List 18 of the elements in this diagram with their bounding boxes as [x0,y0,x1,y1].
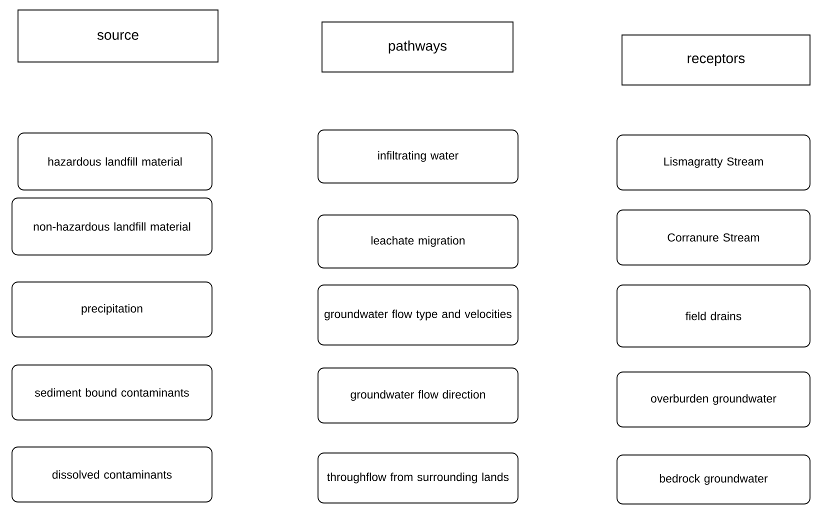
rounded-box: Lismagratty Stream [616,134,810,190]
rounded-box: non-hazardous landfill material [12,198,212,256]
rounded-box: throughflow from surrounding lands [318,452,518,504]
rounded-box: dissolved contaminants [12,446,212,502]
rounded-box: bedrock groundwater [616,454,810,504]
rounded-box: groundwater flow type and velocities [318,284,518,346]
column-heading-box: receptors [622,34,810,86]
rounded-box: precipitation [12,282,212,338]
rounded-box: sediment bound contaminants [12,364,212,420]
column-heading-box: source [18,10,218,62]
rounded-box: hazardous landfill material [18,132,212,190]
rounded-box: field drains [616,284,810,348]
rounded-box: Corranure Stream [616,210,810,266]
rounded-box: leachate migration [318,214,518,268]
rounded-box: infiltrating water [318,130,518,184]
column-heading-box: pathways [322,22,514,72]
rounded-box: overburden groundwater [616,372,810,428]
rounded-box: groundwater flow direction [318,368,518,424]
